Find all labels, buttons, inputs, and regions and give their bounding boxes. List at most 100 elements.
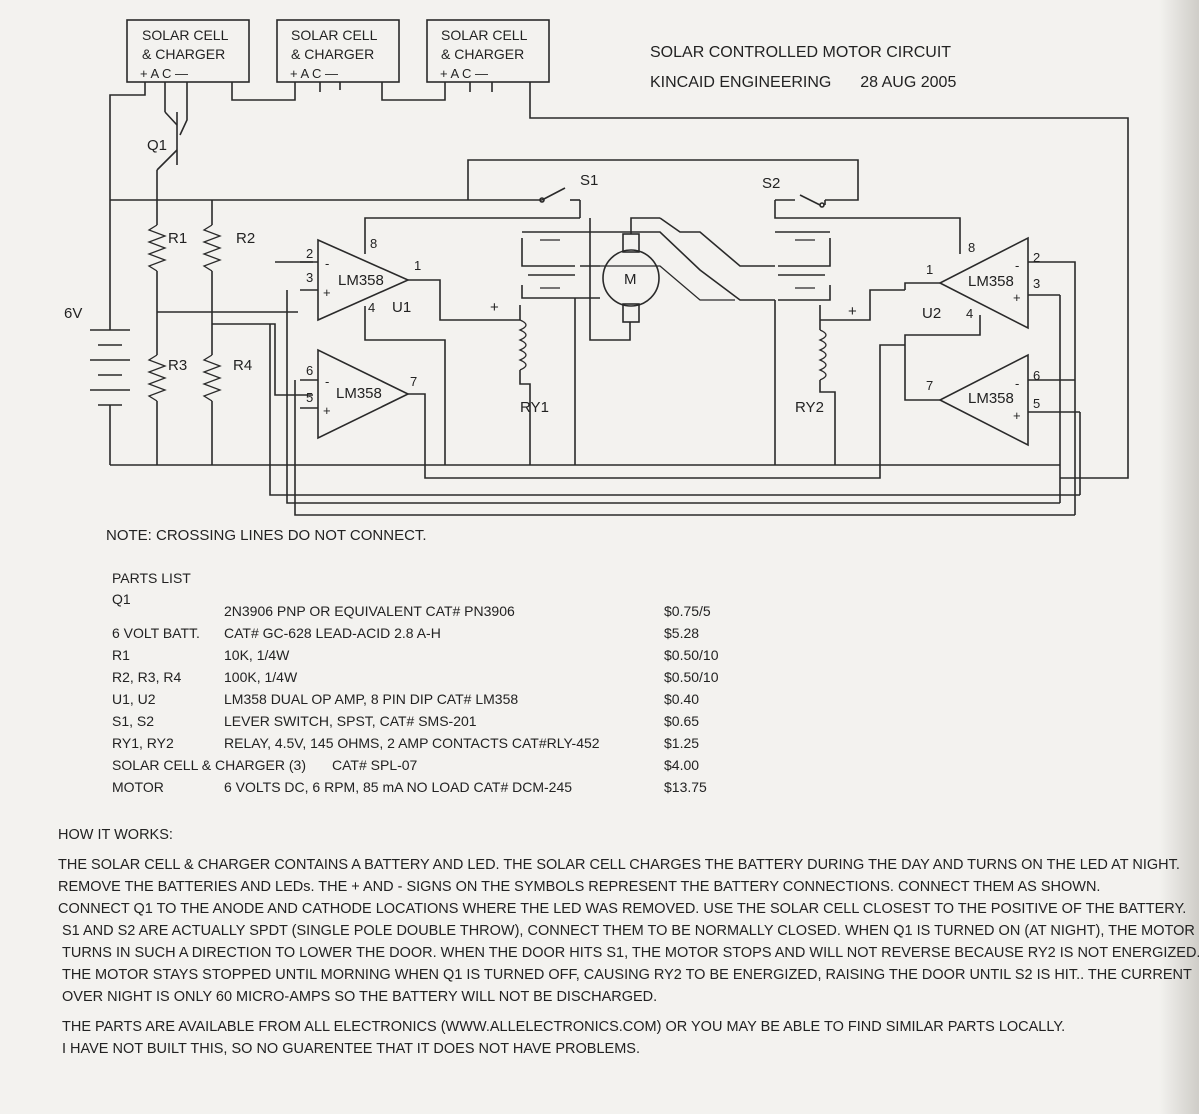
part-row: SOLAR CELL & CHARGER (3) CAT# SPL-07 $4.… [112,757,752,777]
part-ref: U1, U2 [112,691,156,707]
part-ref: R1 [112,647,130,663]
switch-s1: S1 [525,172,598,218]
u2b-minus: - [1015,376,1019,391]
part-price: $0.50/10 [664,669,719,685]
part-ref: RY1, RY2 [112,735,174,751]
solar-box-2-pins: + A C — [290,66,338,81]
opamp-u2a: - + LM358 2 3 1 8 4 U2 [904,236,1076,515]
part-desc: CAT# GC-628 LEAD-ACID 2.8 A-H [224,625,441,641]
ry2-label: RY2 [795,399,824,416]
part-desc: CAT# SPL-07 [332,757,418,773]
part-price: $0.65 [664,713,700,729]
r1-label: R1 [168,230,187,247]
part-price: $1.25 [664,735,700,751]
author-date: KINCAID ENGINEERING 28 AUG 2005 [650,68,956,98]
u2b-pin-out: 7 [926,378,933,393]
part-ref: SOLAR CELL & CHARGER (3) [112,757,306,773]
part-row: U1, U2 LM358 DUAL OP AMP, 8 PIN DIP CAT#… [112,691,752,711]
opamp-u1b: - + LM358 6 5 7 [300,344,905,479]
how-line: I HAVE NOT BUILT THIS, SO NO GUARENTEE T… [62,1041,640,1057]
u2b-pin-inv: 6 [1033,368,1040,383]
u2a-pin-vcc: 8 [968,240,975,255]
r3-label: R3 [168,357,187,374]
battery-label: 6V [64,305,82,322]
company-name: KINCAID ENGINEERING [650,74,832,91]
u1a-pin-inv: 2 [306,246,313,261]
part-desc: RELAY, 4.5V, 145 OHMS, 2 AMP CONTACTS CA… [224,735,600,751]
part-row: R2, R3, R4 100K, 1/4W $0.50/10 [112,669,752,689]
u1b-pin-inv: 6 [306,363,313,378]
u2b-part: LM358 [968,390,1014,407]
doc-date: 28 AUG 2005 [860,74,957,91]
relay-ry2: + RY2 [774,231,905,465]
u1a-pin-vcc: 8 [370,236,377,251]
how-it-works: HOW IT WORKS: THE SOLAR CELL & CHARGER C… [58,824,1199,1060]
s1-label: S1 [580,172,598,189]
u1b-part: LM358 [336,385,382,402]
q1-label: Q1 [147,137,167,154]
part-price: $0.40 [664,691,700,707]
how-line: CONNECT Q1 TO THE ANODE AND CATHODE LOCA… [58,901,1187,917]
u2b-plus: + [1013,408,1021,423]
part-desc: 100K, 1/4W [224,669,298,685]
ry2-plus: + [848,303,857,320]
u2a-part: LM358 [968,273,1014,290]
u1-label: U1 [392,299,411,316]
u2a-pin-noninv: 3 [1033,276,1040,291]
r4-label: R4 [233,357,252,374]
u2a-pin-out: 1 [926,262,933,277]
page-edge-shadow [1159,0,1199,1114]
opamp-u1a: - + LM358 2 3 1 8 4 U1 [300,217,580,465]
how-line: TURNS IN SUCH A DIRECTION TO LOWER THE D… [62,945,1199,961]
ry1-label: RY1 [520,399,549,416]
relay-ry1: + RY1 [490,231,580,465]
how-line: THE MOTOR STAYS STOPPED UNTIL MORNING WH… [62,967,1192,983]
resistor-network: R1 R3 R2 R4 [147,200,255,465]
part-ref: R2, R3, R4 [112,669,182,685]
s2-label: S2 [762,175,780,192]
page-title: SOLAR CONTROLLED MOTOR CIRCUIT [650,44,952,61]
part-row: MOTOR 6 VOLTS DC, 6 RPM, 85 mA NO LOAD C… [112,779,752,799]
part-ref: MOTOR [112,779,164,795]
solar-box-2-line1: SOLAR CELL [291,27,378,43]
r2-label: R2 [236,230,255,247]
solar-box-1-pins: + A C — [140,66,188,81]
part-row: Q1 [112,591,752,611]
how-line: THE SOLAR CELL & CHARGER CONTAINS A BATT… [58,857,1180,873]
how-heading: HOW IT WORKS: [58,827,173,843]
u2-label: U2 [922,305,941,322]
part-desc: 2N3906 PNP OR EQUIVALENT CAT# PN3906 [224,603,515,619]
u1b-minus: - [325,374,329,389]
part-row-detail: 2N3906 PNP OR EQUIVALENT CAT# PN3906 $0.… [112,603,752,623]
u1a-minus: - [325,256,329,271]
part-price: $0.75/5 [664,603,711,619]
u1b-pin-out: 7 [410,374,417,389]
u1a-pin-noninv: 3 [306,270,313,285]
switch-s2: S2 [762,175,961,254]
solar-box-2-line2: & CHARGER [291,46,374,62]
solar-box-1-line2: & CHARGER [142,46,225,62]
how-line: S1 AND S2 ARE ACTUALLY SPDT (SINGLE POLE… [62,923,1195,939]
part-row: RY1, RY2 RELAY, 4.5V, 145 OHMS, 2 AMP CO… [112,735,752,755]
u1a-pin-gnd: 4 [368,300,375,315]
battery-6v: 6V [64,305,130,465]
u1a-pin-out: 1 [414,258,421,273]
part-price: $4.00 [664,757,700,773]
q1-transistor: Q1 [147,111,178,200]
part-price: $5.28 [664,625,700,641]
part-row: R1 10K, 1/4W $0.50/10 [112,647,752,667]
part-row: S1, S2 LEVER SWITCH, SPST, CAT# SMS-201 … [112,713,752,733]
u1a-plus: + [323,285,331,300]
u2a-plus: + [1013,290,1021,305]
ry1-plus: + [490,299,499,316]
part-ref: 6 VOLT BATT. [112,625,200,641]
part-row: 6 VOLT BATT. CAT# GC-628 LEAD-ACID 2.8 A… [112,625,752,645]
part-desc: LEVER SWITCH, SPST, CAT# SMS-201 [224,713,477,729]
motor-label: M [624,271,637,288]
part-desc: 10K, 1/4W [224,647,290,663]
u2a-pin-gnd: 4 [966,306,973,321]
how-line: THE PARTS ARE AVAILABLE FROM ALL ELECTRO… [62,1019,1066,1035]
solar-box-3-line2: & CHARGER [441,46,524,62]
solar-cell-charger-1: SOLAR CELL & CHARGER + A C — [126,19,250,83]
part-ref: Q1 [112,591,131,607]
